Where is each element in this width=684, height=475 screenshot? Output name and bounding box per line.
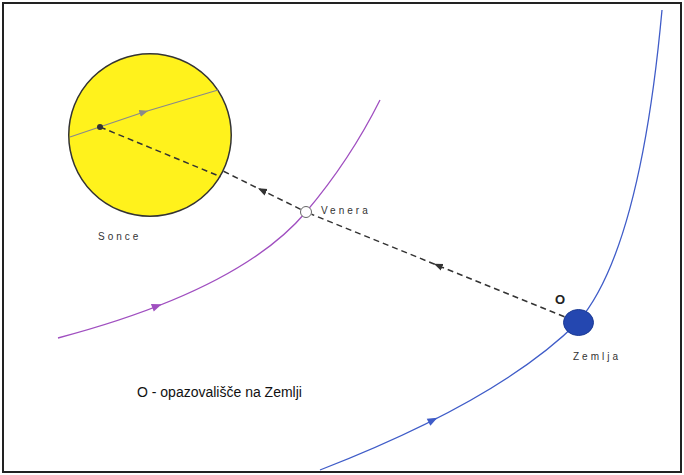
planet-label: Zemlja — [572, 351, 622, 363]
venus-circle-outline — [301, 207, 312, 218]
venus-circle: Venera — [300, 206, 312, 218]
sight-line — [312, 214, 565, 317]
venus-dot — [97, 124, 103, 130]
earth-circle: OZemlja — [563, 309, 594, 336]
earth-circle-outline — [564, 310, 594, 336]
sun-circle: Sonce — [68, 53, 232, 217]
orbit-arrow — [151, 300, 163, 311]
sun-circle-shape — [68, 53, 232, 217]
planet-label: Sonce — [97, 231, 142, 243]
planet-label: Venera — [320, 205, 372, 217]
sight-line — [100, 127, 221, 177]
orbit-arrow — [427, 414, 440, 426]
note-label: O - opazovališče na Zemlji — [137, 384, 302, 401]
planet-label: O — [554, 294, 566, 306]
frame — [3, 3, 681, 472]
venus-circle-shape — [300, 206, 312, 218]
earth-orbit — [320, 10, 662, 470]
sun-circle-outline — [69, 54, 232, 217]
sight-line — [224, 171, 301, 209]
earth-circle-shape — [563, 309, 594, 336]
venus-path-line — [70, 90, 218, 137]
